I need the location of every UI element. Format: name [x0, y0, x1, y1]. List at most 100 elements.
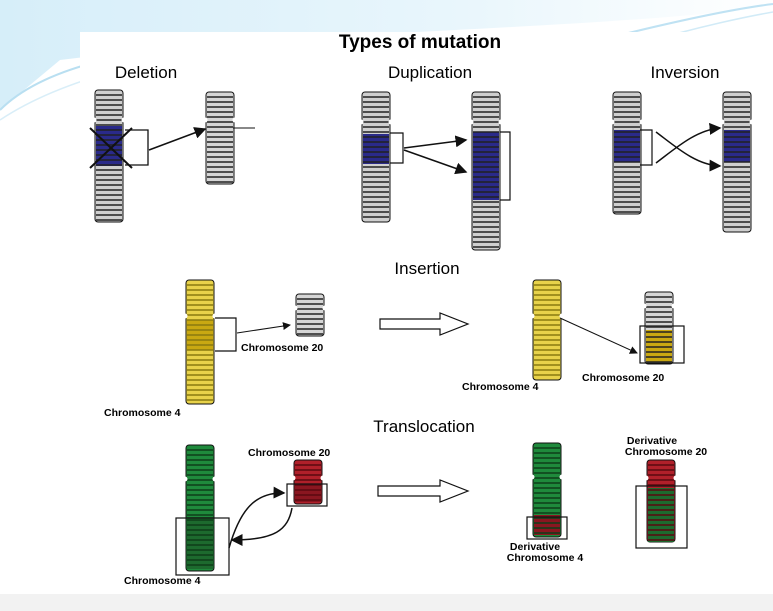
chromosome-band: [614, 101, 640, 103]
chromosome-band: [473, 161, 499, 163]
chromosome-band: [614, 201, 640, 203]
chromosome-band: [614, 151, 640, 153]
chromosome-band: [534, 492, 560, 494]
chromosome-band: [187, 349, 213, 351]
chromosome-band: [295, 484, 321, 486]
chromosome-band: [187, 454, 213, 456]
chromosome-band: [534, 329, 560, 331]
chromosome-band: [473, 106, 499, 108]
chromosome-band: [96, 104, 122, 106]
chromosome-band: [187, 319, 213, 321]
chromosome-band: [207, 161, 233, 163]
deletion-cross-mark: [89, 127, 133, 169]
chromosome-band: [534, 447, 560, 449]
chromosome-band: [534, 324, 560, 326]
chromosome-band: [614, 111, 640, 113]
chromosome-band: [96, 194, 122, 196]
chromosome-band: [724, 221, 750, 223]
insertion-result-bracket: [639, 325, 685, 364]
chromosome-band: [648, 514, 674, 516]
chromosome-band: [96, 154, 122, 156]
centromere: [719, 119, 725, 125]
chromosome-band: [187, 294, 213, 296]
chromosome-band: [295, 494, 321, 496]
chromosome-band: [534, 319, 560, 321]
insertion-result-arrow: [559, 317, 638, 354]
chromosome-band: [187, 559, 213, 561]
chromosome-band: [363, 206, 389, 208]
centromere: [643, 475, 649, 481]
chromosome-band: [614, 121, 640, 123]
chromosome-band: [473, 141, 499, 143]
chromosome-band: [207, 171, 233, 173]
chromosome-band: [363, 171, 389, 173]
chromosome-band: [534, 457, 560, 459]
inversion-arrow-lower: [655, 131, 722, 172]
chromosome-band: [96, 214, 122, 216]
derivative-chromosome-20: [643, 459, 679, 543]
chromosome-band: [473, 136, 499, 138]
chromosome-band: [363, 156, 389, 158]
chromosome-band: [534, 299, 560, 301]
chromosome-band: [207, 101, 233, 103]
chromosome-band: [646, 311, 672, 313]
inversion-original-chromosome: [609, 91, 645, 215]
chromosome-band: [207, 96, 233, 98]
slide-footer-band: [0, 594, 773, 611]
chromosome-band: [534, 462, 560, 464]
chromosome-band: [297, 318, 323, 320]
insertion-hollow-arrow: [379, 312, 470, 336]
centromere: [322, 305, 328, 311]
section-label-insertion: Insertion: [394, 259, 459, 278]
chromosome-band: [473, 96, 499, 98]
chromosome-band: [363, 176, 389, 178]
label-derivative-20-line2: Chromosome 20: [625, 446, 707, 458]
chromosome-band: [363, 166, 389, 168]
chromosome-band: [297, 328, 323, 330]
chromosome-band: [724, 211, 750, 213]
chromosome-band: [187, 489, 213, 491]
chromosome-band: [96, 204, 122, 206]
chromosome-band: [473, 241, 499, 243]
chromosome-band: [534, 532, 560, 534]
chromosome-band: [534, 289, 560, 291]
chromosome-band: [534, 497, 560, 499]
chromosome-band: [724, 151, 750, 153]
chromosome-band: [207, 156, 233, 158]
chromosome-band: [363, 191, 389, 193]
centromere: [320, 475, 326, 481]
chromosome-band: [646, 346, 672, 348]
chromosome-band: [724, 196, 750, 198]
chromosome-band: [187, 544, 213, 546]
label-chromosome-4: Chromosome 4: [124, 575, 201, 587]
duplication-arrow-upper: [403, 135, 468, 149]
chromosome-band: [473, 206, 499, 208]
chromosome-band: [534, 284, 560, 286]
translocation-arrow-to-chr20: [228, 486, 286, 549]
chromosome-band: [96, 169, 122, 171]
centromere: [749, 119, 755, 125]
chromosome-band: [473, 171, 499, 173]
deletion-bracket: [125, 129, 149, 166]
chromosome-band: [363, 181, 389, 183]
diagram-panel: Types of mutation Deletion Duplication I…: [80, 32, 773, 594]
derivative-chromosome-4: [529, 442, 565, 538]
chromosome-band: [724, 106, 750, 108]
chromosome-band: [187, 449, 213, 451]
centromere: [388, 119, 394, 125]
chromosome-band: [473, 176, 499, 178]
chromosome-band: [534, 304, 560, 306]
chromosome-band: [363, 136, 389, 138]
chromosome-band: [646, 341, 672, 343]
chromosome-band: [724, 156, 750, 158]
chromosome-band: [473, 151, 499, 153]
chromosome-band: [207, 181, 233, 183]
chromosome-band: [473, 126, 499, 128]
chromosome-band: [187, 549, 213, 551]
chromosome-band: [724, 146, 750, 148]
chromosome-band: [96, 139, 122, 141]
chromosome-band: [187, 459, 213, 461]
duplication-original-chromosome: [358, 91, 394, 223]
chromosome-band: [187, 394, 213, 396]
chromosome-band: [646, 331, 672, 333]
